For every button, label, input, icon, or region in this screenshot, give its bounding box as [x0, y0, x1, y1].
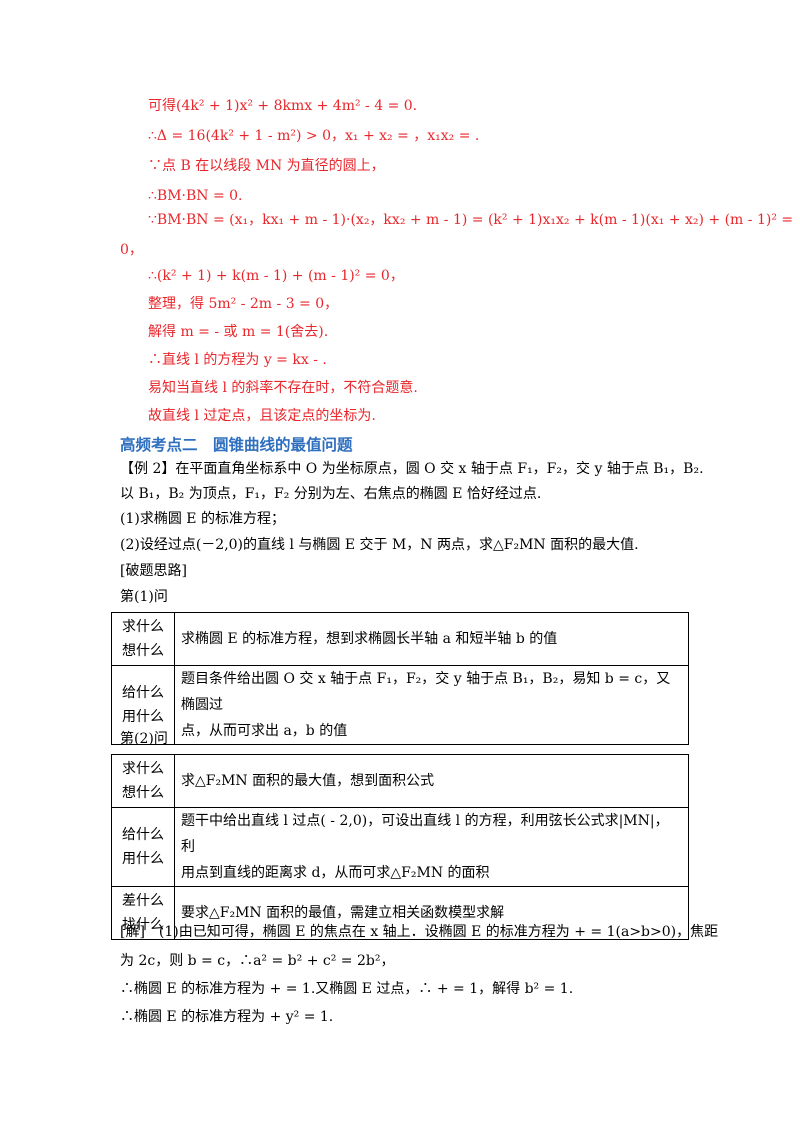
example-line: 以 B₁，B₂ 为顶点，F₁，F₂ 分别为左、右焦点的椭圆 E 恰好经过点. — [120, 486, 542, 502]
row-label: 求什么想什么 — [111, 612, 175, 666]
solution-line: 易知当直线 l 的斜率不存在时，不符合题意. — [148, 380, 418, 396]
question-2-title: 第(2)问 — [120, 731, 168, 747]
solution-line: ∵BM·BN = (x₁，kx₁ + m - 1)·(x₂，kx₂ + m - … — [148, 212, 794, 228]
solution-line: ∴直线 l 的方程为 y = kx - . — [148, 352, 327, 368]
row-label: 求什么想什么 — [111, 754, 175, 808]
example-line: (2)设经过点(－2,0)的直线 l 与椭圆 E 交于 M，N 两点，求△F₂M… — [120, 537, 639, 553]
row-content: 求椭圆 E 的标准方程，想到求椭圆长半轴 a 和短半轴 b 的值 — [174, 612, 689, 666]
table-row: 求什么想什么 求△F₂MN 面积的最大值，想到面积公式 — [111, 754, 689, 808]
row-content: 求△F₂MN 面积的最大值，想到面积公式 — [174, 754, 689, 808]
answer-line: ∴椭圆 E 的标准方程为 + = 1.又椭圆 E 过点，∴ + = 1，解得 b… — [120, 981, 574, 997]
question-2-table: 求什么想什么 求△F₂MN 面积的最大值，想到面积公式 给什么用什么 题干中给出… — [111, 754, 689, 940]
solution-line: ∴Δ = 16(4k² + 1 - m²) > 0，x₁ + x₂ = ，x₁x… — [148, 128, 480, 144]
row-content: 题目条件给出圆 O 交 x 轴于点 F₁，F₂，交 y 轴于点 B₁，B₂，易知… — [174, 665, 689, 745]
solution-line: 故直线 l 过定点，且该定点的坐标为. — [148, 408, 376, 424]
row-content: 题干中给出直线 l 过点( - 2,0)，可设出直线 l 的方程，利用弦长公式求… — [174, 807, 689, 887]
table-row: 求什么想什么 求椭圆 E 的标准方程，想到求椭圆长半轴 a 和短半轴 b 的值 — [111, 612, 689, 666]
table-row: 给什么用什么 题干中给出直线 l 过点( - 2,0)，可设出直线 l 的方程，… — [111, 807, 689, 887]
question-1-title: 第(1)问 — [120, 589, 168, 605]
solution-line: ∴(k² + 1) + k(m - 1) + (m - 1)² = 0， — [148, 268, 404, 284]
section-heading: 高频考点二 圆锥曲线的最值问题 — [120, 436, 353, 454]
table-row: 差什么找什么 要求△F₂MN 面积的最值，需建立相关函数模型求解 — [111, 886, 689, 940]
row-content: 要求△F₂MN 面积的最值，需建立相关函数模型求解 — [174, 886, 689, 940]
question-1-table: 求什么想什么 求椭圆 E 的标准方程，想到求椭圆长半轴 a 和短半轴 b 的值 … — [111, 612, 689, 745]
solution-line: 解得 m = - 或 m = 1(舍去). — [148, 324, 329, 340]
answer-line: ∴椭圆 E 的标准方程为 + y² = 1. — [120, 1009, 334, 1025]
solution-line: ∵点 B 在以线段 MN 为直径的圆上， — [148, 158, 385, 174]
answer-line: 为 2c，则 b = c，∴a² = b² + c² = 2b²， — [120, 953, 395, 969]
row-label: 差什么找什么 — [111, 886, 175, 940]
answer-line: [解] (1)由已知可得，椭圆 E 的焦点在 x 轴上．设椭圆 E 的标准方程为… — [120, 924, 719, 940]
solution-line: 0， — [120, 242, 143, 258]
row-label: 给什么用什么 — [111, 665, 175, 745]
example-line: [破题思路] — [120, 563, 187, 579]
row-label: 给什么用什么 — [111, 807, 175, 887]
solution-line: 可得(4k² + 1)x² + 8kmx + 4m² - 4 = 0. — [148, 98, 418, 114]
table-row: 给什么用什么 题目条件给出圆 O 交 x 轴于点 F₁，F₂，交 y 轴于点 B… — [111, 665, 689, 745]
example-line: 【例 2】在平面直角坐标系中 O 为坐标原点，圆 O 交 x 轴于点 F₁，F₂… — [120, 461, 704, 477]
solution-line: 整理，得 5m² - 2m - 3 = 0， — [148, 296, 339, 312]
solution-line: ∴BM·BN = 0. — [148, 188, 243, 204]
example-line: (1)求椭圆 E 的标准方程； — [120, 511, 285, 527]
